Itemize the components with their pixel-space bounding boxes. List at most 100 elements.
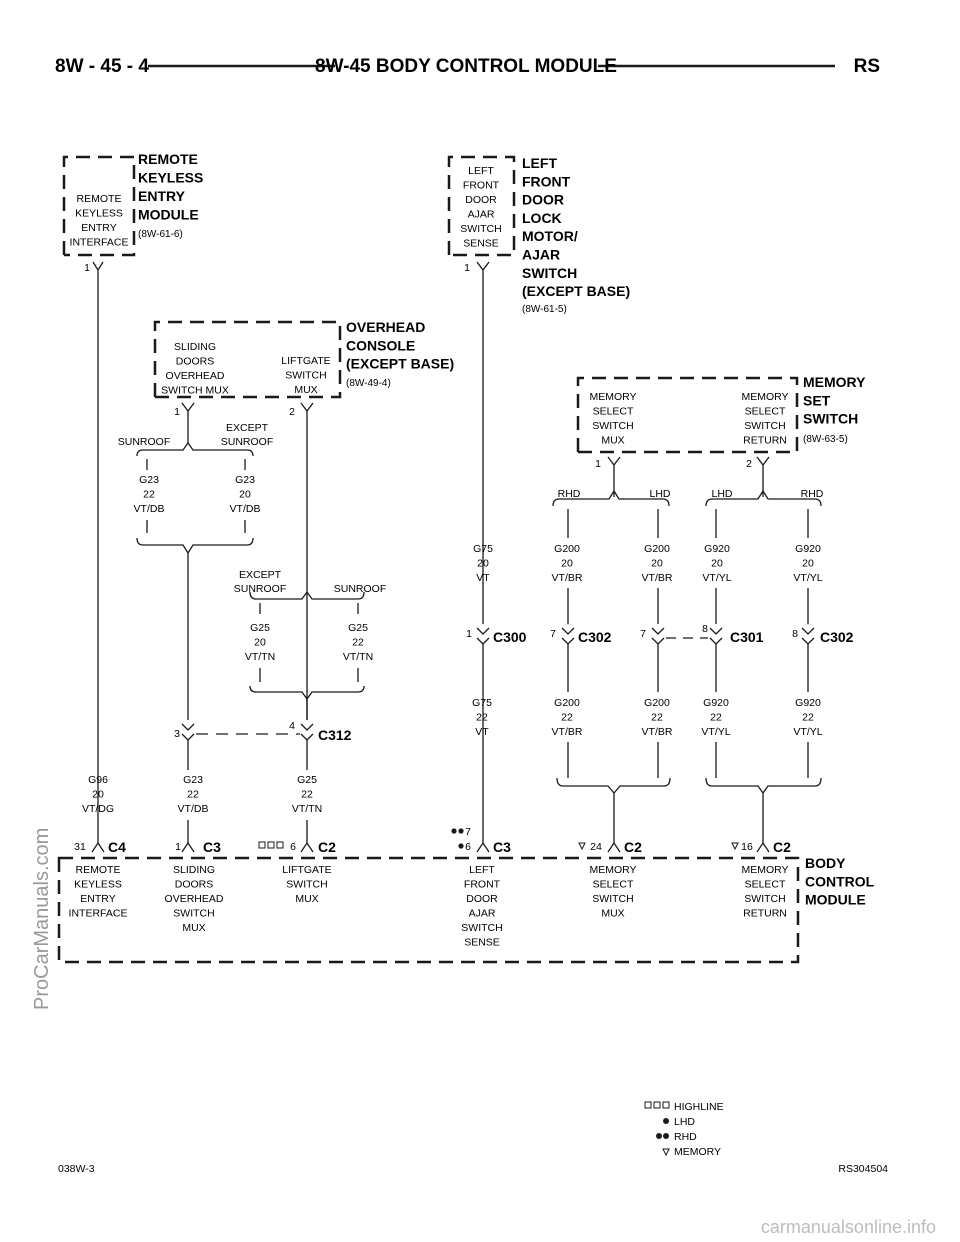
wire-g75-22-vt-line-1: 22	[476, 712, 488, 724]
footer-right: RS304504	[838, 1163, 888, 1175]
legend-label-rhd: RHD	[674, 1131, 697, 1143]
rke-inner-label-line-0: REMOTE	[77, 193, 122, 205]
labels: REMOTEKEYLESSENTRYINTERFACEREMOTEKEYLESS…	[69, 151, 875, 1158]
bcm-box	[57, 856, 800, 964]
rke-module-box	[62, 155, 136, 257]
wire-g920-20-vtyl-a-line-0: G920	[704, 543, 730, 555]
bcm-input-1-line-1: DOORS	[175, 879, 214, 891]
side-watermark: ProCarManuals.com	[31, 828, 53, 1010]
door-title-line-3: LOCK	[522, 210, 562, 226]
wire-g920-22-vtyl-b-line-0: G920	[795, 697, 821, 709]
rke-title-line-1: KEYLESS	[138, 170, 203, 186]
header-right: RS	[854, 56, 880, 77]
overhead-inner-left-line-2: OVERHEAD	[166, 370, 225, 382]
c312-pin-b: 4	[289, 720, 295, 732]
bottom-watermark: carmanualsonline.info	[761, 1217, 936, 1237]
c301-pin-a: 7	[640, 628, 646, 640]
door-ref: (8W-61-5)	[522, 304, 567, 315]
c302-b-label: C302	[820, 629, 854, 645]
memory-inner-left-line-3: MUX	[601, 435, 624, 447]
bcm-input-0-line-2: ENTRY	[80, 893, 115, 905]
door-inner-label-line-4: SWITCH	[460, 223, 501, 235]
door-inner-label-line-1: FRONT	[463, 180, 500, 192]
door-title-line-5: AJAR	[522, 247, 560, 263]
rke-title-line-2: ENTRY	[138, 188, 186, 204]
memory-title-line-0: MEMORY	[803, 374, 866, 390]
memory-inner-left-line-1: SELECT	[593, 406, 634, 418]
wire-g200-22-vtbr-a-line-2: VT/BR	[552, 726, 583, 738]
bcm-input-5-line-0: MEMORY	[741, 864, 788, 876]
legend-label-highline: HIGHLINE	[674, 1101, 724, 1113]
bcm-input-1-line-4: MUX	[182, 922, 205, 934]
wire-g23-22-vtdb-lower-line-1: 22	[187, 789, 199, 801]
rke-pin: 1	[84, 262, 90, 274]
memory-inner-right-line-3: RETURN	[743, 435, 787, 447]
memory-title-line-2: SWITCH	[803, 411, 858, 427]
overhead-title-line-0: OVERHEAD	[346, 319, 425, 335]
rke-inner-label-line-2: ENTRY	[81, 222, 116, 234]
door-title-line-7: (EXCEPT BASE)	[522, 283, 630, 299]
wire-g25-22-vttn-lower-line-0: G25	[297, 774, 317, 786]
split-rhd-left: RHD	[558, 488, 581, 500]
wire-g200-20-vtbr-a-line-0: G200	[554, 543, 580, 555]
overhead-pin-1: 1	[174, 406, 180, 418]
bcm-c4-pin: 31	[74, 841, 86, 853]
bcm-input-3-line-1: FRONT	[464, 879, 501, 891]
wire-g200-20-vtbr-b-line-1: 20	[651, 558, 663, 570]
split-lhd-left: LHD	[649, 488, 670, 500]
memory-inner-left-line-0: MEMORY	[589, 391, 636, 403]
bcm-input-2-line-0: LIFTGATE	[282, 864, 331, 876]
wire-g25-20-vttn-line-1: 20	[254, 637, 266, 649]
wire-g920-20-vtyl-b-line-1: 20	[802, 558, 814, 570]
memory-ref: (8W-63-5)	[803, 434, 848, 445]
overhead-ref: (8W-49-4)	[346, 378, 391, 389]
split-except-sunroof-left-line-0: EXCEPT	[239, 569, 282, 581]
overhead-inner-left-line-3: SWITCH MUX	[161, 385, 229, 397]
overhead-title-line-1: CONSOLE	[346, 337, 415, 353]
wire-g25-22-vttn-lower-line-1: 22	[301, 789, 313, 801]
wire-g920-20-vtyl-b-line-2: VT/YL	[793, 572, 822, 584]
bcm-input-0-line-3: INTERFACE	[69, 908, 128, 920]
split-except-sunroof-left-line-1: SUNROOF	[234, 583, 287, 595]
c301-label: C301	[730, 629, 764, 645]
rke-title-line-3: MODULE	[138, 207, 199, 223]
bcm-input-1-line-2: OVERHEAD	[165, 893, 224, 905]
bcm-input-0-line-0: REMOTE	[76, 864, 121, 876]
c300-label: C300	[493, 629, 527, 645]
wire-g75-22-vt-line-2: VT	[475, 726, 489, 738]
bcm-c3a-pin: 1	[175, 841, 181, 853]
split-lhd-right: LHD	[711, 488, 732, 500]
door-inner-label-line-5: SENSE	[463, 238, 499, 250]
wire-g200-22-vtbr-a-line-1: 22	[561, 712, 573, 724]
door-title-line-2: DOOR	[522, 192, 564, 208]
memory-inner-left-line-2: SWITCH	[592, 420, 633, 432]
wire-g920-22-vtyl-a-line-0: G920	[703, 697, 729, 709]
legend-label-lhd: LHD	[674, 1116, 695, 1128]
c302-b-pin: 8	[792, 628, 798, 640]
wire-g23-22-vtdb-upper-line-0: G23	[139, 474, 159, 486]
wire-g25-22-vttn-upper-line-1: 22	[352, 637, 364, 649]
wire-g200-20-vtbr-a-line-2: VT/BR	[552, 572, 583, 584]
wire-g96-20-vtdg-line-0: G96	[88, 774, 108, 786]
bcm-c3b-pin-a: 7	[465, 826, 471, 838]
c302-a-pin: 7	[550, 628, 556, 640]
bcm-input-3-line-2: DOOR	[466, 893, 498, 905]
wire-g920-20-vtyl-b-line-0: G920	[795, 543, 821, 555]
bcm-input-3-line-5: SENSE	[464, 937, 500, 949]
door-inner-label-line-0: LEFT	[468, 165, 494, 177]
split-rhd-right: RHD	[801, 488, 824, 500]
door-title-line-1: FRONT	[522, 173, 571, 189]
header-left: 8W - 45 - 4	[55, 56, 149, 77]
c312-pin-a: 3	[174, 728, 180, 740]
bcm-input-4-line-0: MEMORY	[589, 864, 636, 876]
wire-g920-20-vtyl-a-line-1: 20	[711, 558, 723, 570]
bcm-input-1-line-3: SWITCH	[173, 908, 214, 920]
legend-label-memory: MEMORY	[674, 1146, 721, 1158]
wire-g23-22-vtdb-lower-line-0: G23	[183, 774, 203, 786]
c302-a-label: C302	[578, 629, 612, 645]
wire-g25-22-vttn-upper-line-0: G25	[348, 622, 368, 634]
split-sunroof-left: SUNROOF	[118, 436, 171, 448]
bcm-c3a-label: C3	[203, 839, 221, 855]
bcm-input-3-line-3: AJAR	[469, 908, 496, 920]
memory-title-line-1: SET	[803, 392, 831, 408]
